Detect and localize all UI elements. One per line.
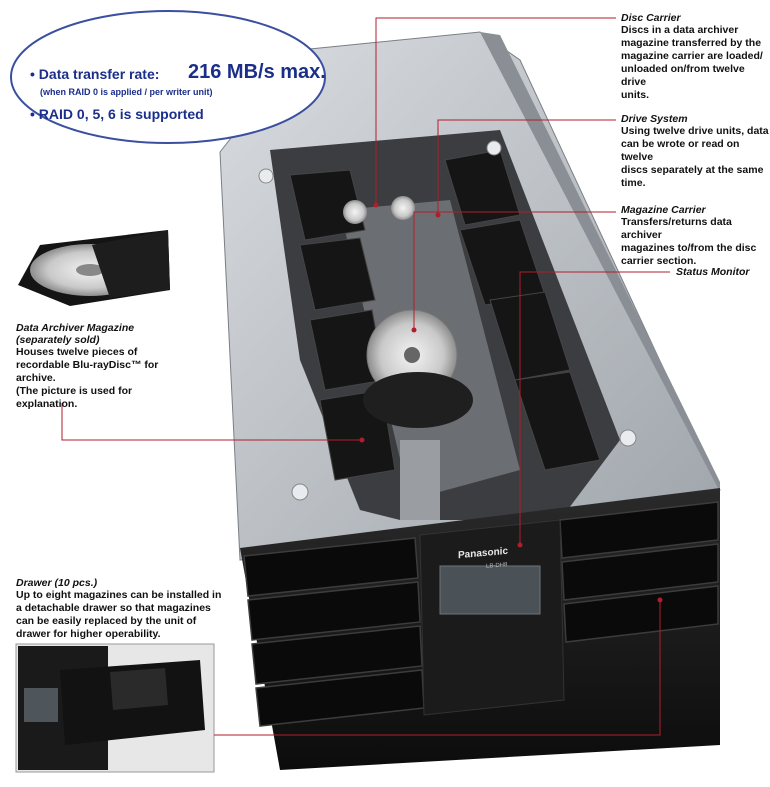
callout-title: Drawer (10 pcs.) [16, 577, 98, 589]
transfer-rate-label: • Data transfer rate: [30, 66, 160, 82]
callout-title: Status Monitor [676, 266, 750, 278]
callout-body: Up to eight magazines can be installed i… [16, 589, 222, 640]
callout-data-archiver-magazine: Data Archiver Magazine (separately sold)… [16, 322, 216, 411]
callout-body: Using twelve drive units, data can be wr… [621, 125, 769, 189]
callout-title: Data Archiver Magazine (separately sold) [16, 322, 135, 346]
specs-oval [10, 10, 326, 144]
callout-body: Transfers/returns data archiver magazine… [621, 216, 757, 267]
callout-magazine-carrier: Magazine Carrier Transfers/returns data … [621, 204, 769, 268]
callout-drawer: Drawer (10 pcs.) Up to eight magazines c… [16, 577, 246, 641]
callout-title: Disc Carrier [621, 12, 681, 24]
callout-title: Drive System [621, 113, 688, 125]
drawer-rows [243, 501, 719, 727]
transfer-rate-value: 216 MB/s max. [188, 61, 326, 83]
callout-title: Magazine Carrier [621, 204, 706, 216]
callout-disc-carrier: Disc Carrier Discs in a data archiver ma… [621, 12, 769, 102]
magazine-illustration [18, 230, 170, 306]
callout-body: Discs in a data archiver magazine transf… [621, 24, 763, 101]
callout-status-monitor: Status Monitor [676, 266, 750, 278]
leader-lines [61, 17, 670, 736]
chassis-side [480, 32, 720, 492]
transfer-rate-note: (when RAID 0 is applied / per writer uni… [40, 87, 213, 97]
callout-drive-system: Drive System Using twelve drive units, d… [621, 113, 769, 190]
right-magazine-slots [444, 149, 601, 471]
status-monitor-screen [439, 565, 541, 615]
raid-support: • RAID 0, 5, 6 is supported [30, 106, 204, 122]
callout-body: Houses twelve pieces of recordable Blu-r… [16, 346, 159, 410]
